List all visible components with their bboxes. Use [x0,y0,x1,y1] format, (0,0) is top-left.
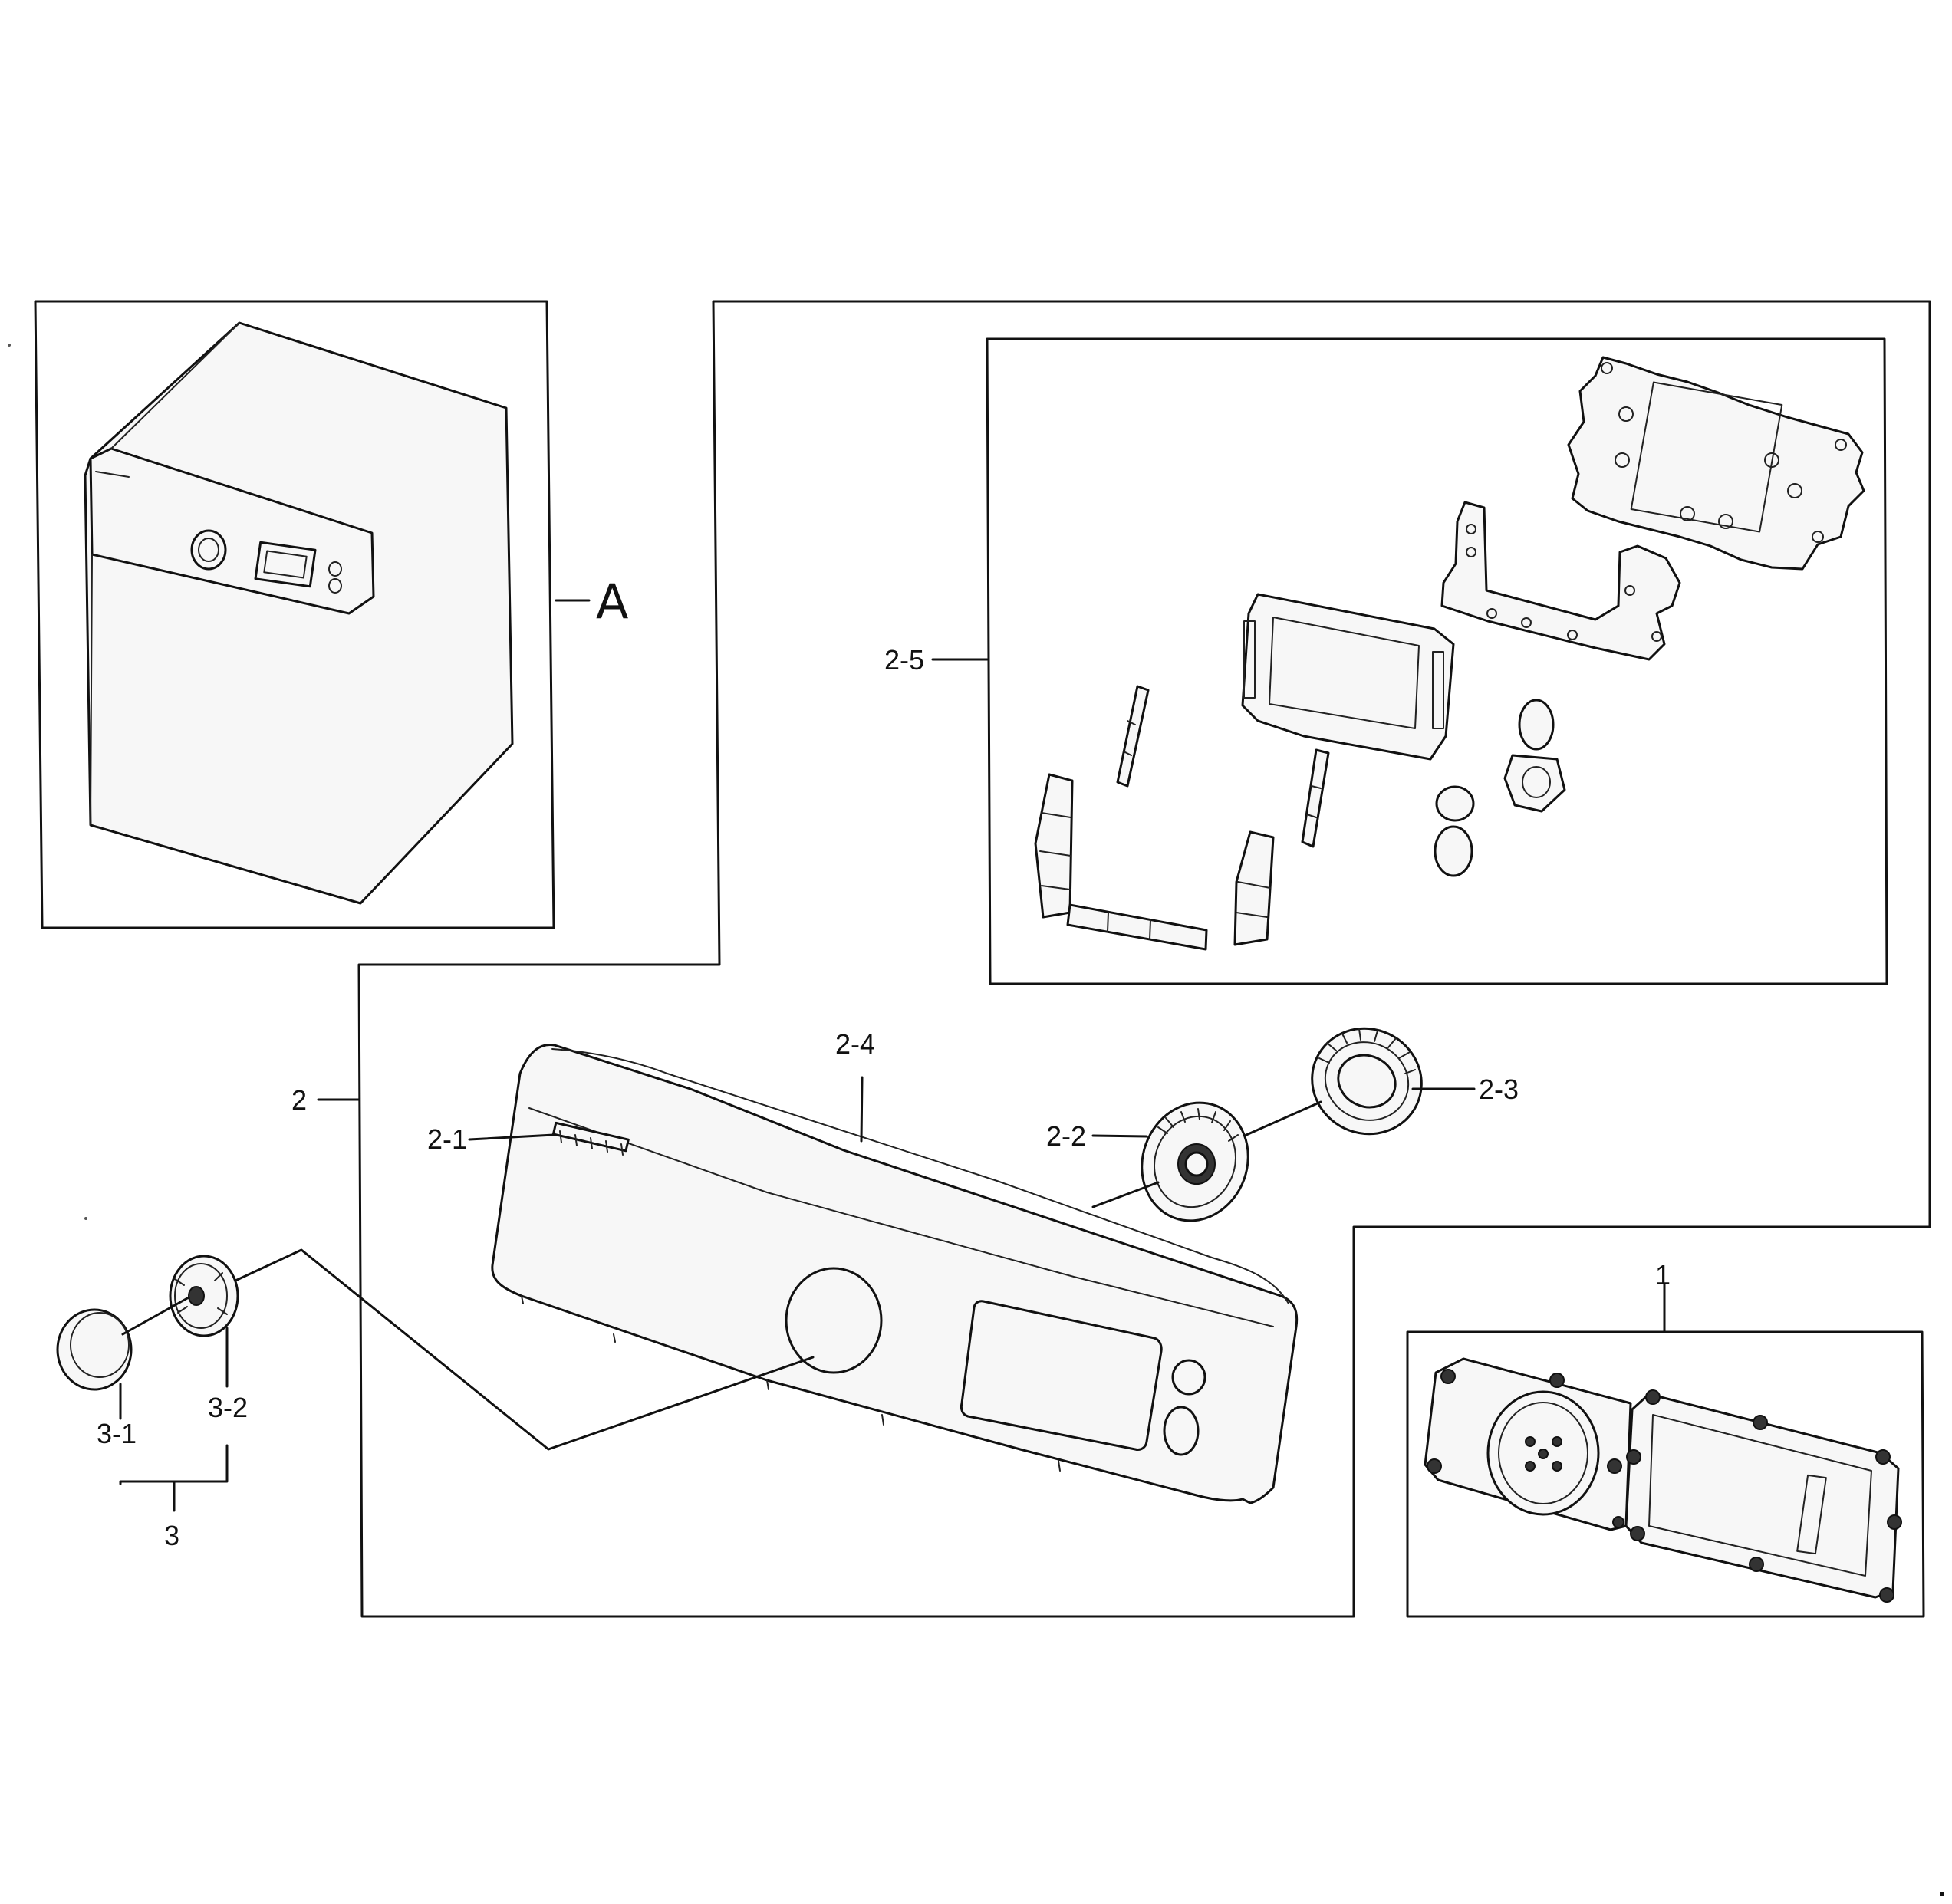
panel-2-5-frame [986,337,1888,985]
label-1: 1 [1655,1259,1671,1291]
assembled-washer [84,321,514,905]
label-2-3: 2-3 [1479,1074,1519,1105]
led-board-bracket [1440,501,1681,661]
panel-2-frame [357,300,1931,1618]
button-strip-right-upper [1301,748,1330,848]
stray-dot-2 [84,1217,87,1220]
main-pcb-frame [1567,356,1865,571]
knob-opening [785,1267,883,1374]
button-knob-holder [1503,699,1566,813]
label-2-4: 2-4 [835,1028,875,1060]
knob-cap-3-1 [56,1308,133,1391]
stray-dot-1 [8,344,11,347]
button-hole-upper [1171,1359,1206,1396]
knob-ring-2-3 [1311,1027,1423,1136]
button-hole-lower [1163,1406,1200,1456]
panel-a-frame [34,300,555,929]
stray-dot-3 [1940,1892,1944,1896]
display-window-frame [1241,593,1455,761]
label-3-1: 3-1 [97,1418,137,1449]
control-panel-body [491,1043,1299,1504]
label-2-5: 2-5 [884,644,924,676]
panel-1-frame [1406,1330,1925,1618]
knob-ring-2-2 [1141,1101,1249,1222]
button-strip-left-upper [1116,685,1150,788]
small-cap-lower [1434,825,1473,877]
display-window [960,1300,1163,1451]
pcb-right-assembly [1624,1389,1902,1603]
label-3-2: 3-2 [208,1392,248,1423]
knob-body-3-2 [169,1255,239,1337]
small-cap-upper [1435,785,1475,822]
label-2: 2 [291,1084,307,1116]
button-strip-left [1034,773,1074,919]
pcb-left-assembly [1424,1357,1632,1531]
label-a: A [596,574,628,630]
button-strip-bottom [1066,903,1208,951]
label-2-2: 2-2 [1046,1120,1086,1152]
label-2-1: 2-1 [427,1123,467,1155]
button-strip-right [1233,830,1275,946]
label-3: 3 [164,1520,179,1551]
